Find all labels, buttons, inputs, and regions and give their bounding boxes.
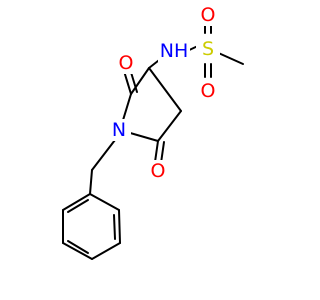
- bond-ch2-phenyl: [89, 169, 93, 195]
- bond-c2-c3: [130, 67, 150, 95]
- atom-nitrogen-ring: N: [112, 119, 126, 141]
- atom-sulfur: S: [202, 38, 214, 60]
- atom-label-layer: N O O NH S O O: [107, 4, 220, 182]
- atom-nitrogen-nh: NH: [160, 40, 189, 62]
- bond-c5-o-b: [160, 141, 165, 164]
- bond-ph-2-3: [118, 209, 121, 244]
- bond-ph-3-4: [91, 242, 121, 260]
- bond-ph-inner-b: [67, 240, 89, 254]
- bond-ph-inner-c: [67, 199, 89, 213]
- bond-n-ch2: [91, 139, 116, 171]
- bond-ph-4-5: [62, 242, 93, 260]
- bond-c3-c4: [148, 67, 182, 112]
- bond-c5-o-a: [154, 140, 159, 163]
- atom-oxygen-top-carbonyl: O: [119, 52, 134, 74]
- bond-c2-o-a: [123, 70, 132, 95]
- bond-ph-6-1: [62, 193, 91, 211]
- bond-ph-1-2: [89, 193, 120, 211]
- atom-oxygen-sulfonyl-bottom: O: [201, 80, 216, 102]
- bond-ph-inner-a: [113, 214, 116, 240]
- bond-c4-c5: [157, 110, 182, 142]
- atom-oxygen-sulfonyl-top: O: [201, 4, 216, 26]
- molecule-structure-diagram: N O O NH S O O: [62, 4, 244, 260]
- atom-oxygen-bottom-carbonyl: O: [151, 160, 166, 182]
